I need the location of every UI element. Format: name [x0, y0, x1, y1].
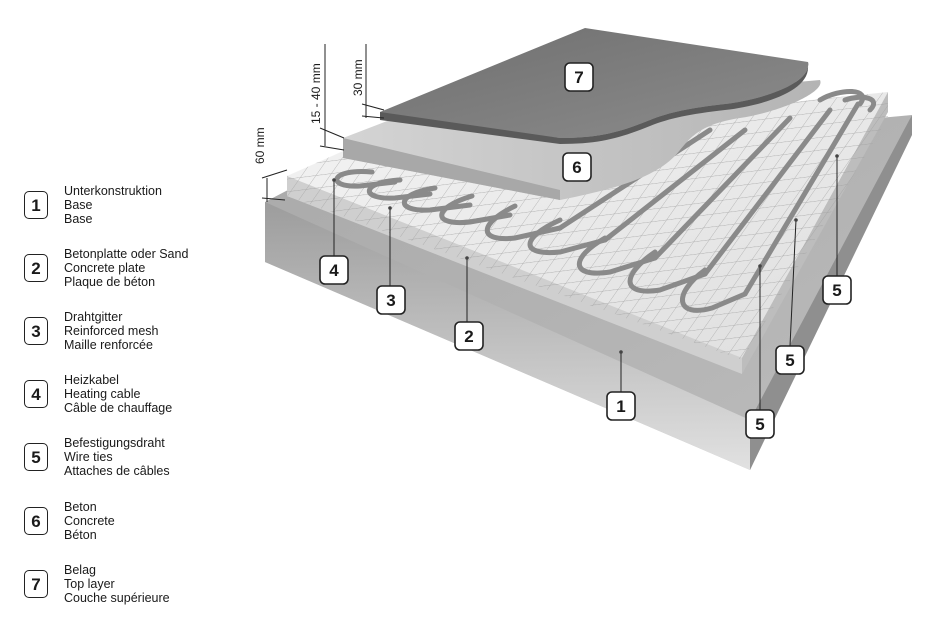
leader-dot — [794, 218, 798, 222]
legend-badge: 1 — [24, 191, 48, 219]
top-layer-surface — [380, 28, 809, 138]
legend-badge: 4 — [24, 380, 48, 408]
legend-badge: 7 — [24, 570, 48, 598]
legend-label-de: Unterkonstruktion — [64, 184, 162, 198]
legend-badge: 2 — [24, 254, 48, 282]
heating-cable — [334, 88, 877, 313]
dim-label-concrete: 15 - 40 mm — [309, 63, 323, 124]
dim-tick — [361, 115, 385, 119]
legend-label-fr: Base — [64, 212, 93, 227]
callout-5b-label: 5 — [785, 351, 794, 370]
legend-badge: 6 — [24, 507, 48, 535]
leader-dot — [388, 206, 392, 210]
legend-label-en: Top layer — [64, 577, 115, 592]
dimension-markers — [261, 44, 385, 202]
callout-5c-label: 5 — [755, 415, 764, 434]
cable-run — [702, 107, 833, 277]
legend-label-en: Concrete plate — [64, 261, 146, 276]
cable-loop — [627, 249, 708, 294]
concrete-front-edge — [343, 138, 560, 200]
legend-label-en: Base — [64, 198, 93, 213]
leader-dot — [332, 178, 336, 182]
cable-run — [652, 115, 793, 261]
callout-1: 1 — [606, 391, 636, 421]
legend-label-fr: Plaque de béton — [64, 275, 156, 290]
cable-loop — [439, 193, 513, 226]
leader-dot — [619, 350, 623, 354]
legend-label-de: Heizkabel — [64, 373, 119, 387]
callout-2-label: 2 — [464, 327, 473, 346]
leader-dot — [758, 264, 762, 268]
cable-run — [742, 101, 861, 297]
legend-label-en: Concrete — [64, 514, 115, 529]
legend-label-fr: Câble de chauffage — [64, 401, 173, 416]
callout-5a: 5 — [822, 275, 852, 305]
callout-1-label: 1 — [616, 397, 625, 416]
cable-loop — [680, 267, 748, 313]
callout-4: 4 — [319, 255, 349, 285]
callout-3: 3 — [376, 285, 406, 315]
callout-4-label: 4 — [329, 261, 339, 280]
dim-tick — [261, 169, 288, 179]
leader-dot — [465, 256, 469, 260]
legend-badge: 5 — [24, 443, 48, 471]
cable-loop — [334, 168, 398, 189]
dim-tick — [319, 145, 345, 151]
callout-2: 2 — [454, 321, 484, 351]
cable-return — [842, 94, 877, 113]
leader-5b — [789, 219, 797, 347]
leader-dots — [332, 154, 839, 354]
cable-loop — [576, 235, 658, 276]
cable-loop — [366, 177, 433, 201]
legend-label-de: Befestigungsdraht — [64, 436, 165, 450]
callout-6: 6 — [562, 152, 592, 182]
dim-label-base: 60 mm — [253, 127, 267, 164]
legend-label-fr: Attaches de câbles — [64, 464, 170, 479]
dim-label-top: 30 mm — [351, 59, 365, 96]
dim-tick — [361, 103, 385, 111]
legend-label-de: Drahtgitter — [64, 310, 123, 324]
callout-7: 7 — [564, 62, 594, 92]
callout-3-label: 3 — [386, 291, 395, 310]
legend-label-de: Belag — [64, 563, 96, 577]
dim-tick — [261, 197, 286, 201]
callout-leaders — [333, 156, 838, 410]
legend-label-en: Heating cable — [64, 387, 141, 402]
callout-5c: 5 — [745, 409, 775, 439]
legend-label-en: Wire ties — [64, 450, 113, 465]
legend-label-fr: Couche supérieure — [64, 591, 170, 606]
leader-dot — [835, 154, 839, 158]
cable-run — [602, 127, 748, 243]
legend-label-fr: Maille renforcée — [64, 338, 153, 353]
legend-label-de: Betonplatte oder Sand — [64, 247, 189, 261]
callout-5a-label: 5 — [832, 281, 841, 300]
cable-return — [817, 88, 865, 107]
callout-5b: 5 — [775, 345, 805, 375]
legend-label-fr: Béton — [64, 528, 97, 543]
dim-tick — [319, 127, 345, 139]
callout-7-label: 7 — [574, 68, 583, 87]
cable-loop — [484, 203, 563, 242]
legend-label-en: Reinforced mesh — [64, 324, 159, 339]
callout-6-label: 6 — [572, 158, 581, 177]
layer-top — [380, 28, 809, 144]
legend-badge: 3 — [24, 317, 48, 345]
legend-label-de: Beton — [64, 500, 97, 514]
cable-loop — [401, 185, 473, 213]
cable-loop — [527, 217, 608, 256]
